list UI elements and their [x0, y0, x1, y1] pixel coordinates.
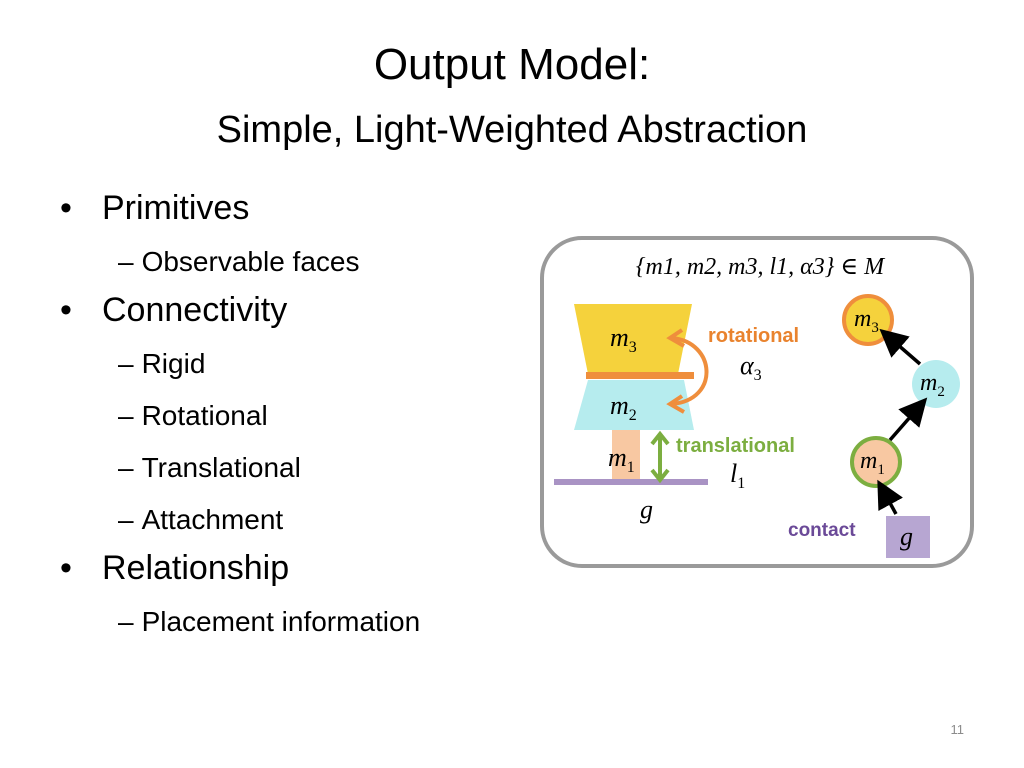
- contact-label: contact: [788, 520, 856, 541]
- m2-block: [574, 380, 694, 430]
- m1-block: [612, 430, 640, 480]
- bullet-relationship: Relationship: [60, 548, 540, 588]
- ground-label: g: [640, 495, 653, 524]
- edge-g-m1: [877, 479, 903, 515]
- slide-subtitle: Simple, Light-Weighted Abstraction: [216, 109, 808, 151]
- rotational-arrowhead-top: [666, 328, 685, 348]
- sub-bullet-translational: –Translational: [118, 452, 301, 483]
- rotational-arrowhead-bottom: [666, 394, 685, 414]
- m3-block-label: m3: [610, 323, 637, 356]
- m2-block-label: m2: [610, 391, 637, 424]
- node-g-label: g: [900, 522, 913, 551]
- rotational-arrow: [671, 336, 709, 406]
- m3-block: [574, 304, 692, 374]
- ground-line: [554, 479, 708, 485]
- translational-arrowhead-top: [650, 430, 670, 446]
- node-g: [886, 516, 930, 558]
- bullet-connectivity: Connectivity: [60, 290, 540, 330]
- bullet-primitives: Primitives: [60, 188, 540, 228]
- node-m2-label: m2: [920, 370, 945, 400]
- edge-m2-m3: [879, 328, 922, 366]
- edge-m1-m2: [888, 397, 928, 442]
- node-m3-label: m3: [854, 306, 879, 336]
- l1-label: l1: [730, 459, 745, 492]
- slide-title: Output Model:: [373, 40, 651, 89]
- sub-bullet-rotational: –Rotational: [118, 400, 268, 431]
- translational-arrowhead-bottom: [650, 468, 670, 484]
- translational-label: translational: [676, 435, 795, 457]
- node-m1: [850, 436, 902, 488]
- model-diagram: {m1, m2, m3, l1, α3} ∈ M m3 m2 m1 g rota…: [540, 236, 974, 568]
- m3-hinge-edge: [586, 372, 694, 379]
- sub-bullet-attachment: –Attachment: [118, 504, 284, 535]
- bullet-list: Primitives –Observable faces Connectivit…: [60, 180, 540, 640]
- alpha-label: α3: [740, 351, 762, 384]
- set-expression: {m1, m2, m3, l1, α3} ∈ M: [636, 254, 886, 280]
- slide-number: 11: [950, 722, 965, 737]
- node-m2: [912, 360, 960, 408]
- sub-bullet-rigid: –Rigid: [118, 348, 206, 379]
- node-m1-label: m1: [860, 448, 885, 478]
- sub-bullet-placement-information: –Placement information: [118, 606, 421, 637]
- rotational-label: rotational: [708, 325, 799, 347]
- m1-block-label: m1: [608, 443, 635, 476]
- sub-bullet-observable-faces: –Observable faces: [118, 246, 360, 277]
